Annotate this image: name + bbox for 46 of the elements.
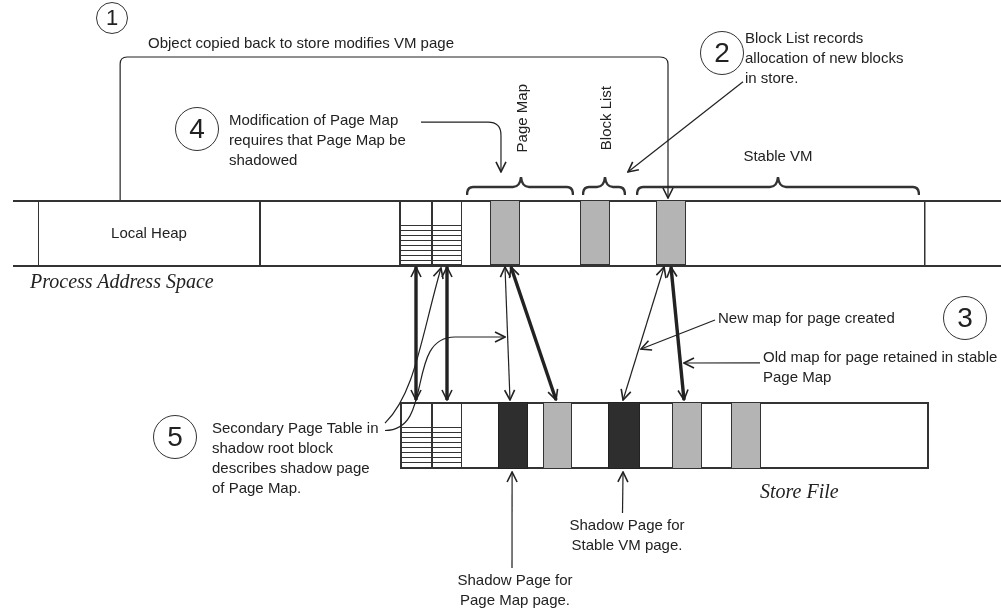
region-label: Block List <box>596 86 614 151</box>
annotation-text: New map for page created <box>718 308 943 328</box>
region-label: Stable VM <box>743 147 813 164</box>
leader-line <box>627 81 744 173</box>
annotation-text: Modification of Page Map requires that Page Map be shadowed <box>229 110 419 174</box>
annotation-text: Shadow Page for Page Map page. <box>440 570 590 611</box>
annotation-text: Shadow Page for Stable VM page. <box>552 515 702 559</box>
band-heading: Process Address Space <box>30 270 214 293</box>
leader-line <box>506 471 518 569</box>
shadow-page-block <box>608 402 640 469</box>
arrow <box>441 266 453 401</box>
page-table-segment <box>432 402 462 469</box>
page-table-segment <box>432 200 462 265</box>
page-block <box>543 402 572 469</box>
arrow <box>508 266 559 401</box>
arrow <box>666 266 689 401</box>
memory-segment: Local Heap <box>38 200 260 265</box>
arrow <box>620 266 667 401</box>
page-block <box>490 200 520 265</box>
page-table-segment <box>400 402 432 469</box>
step-number-circle: 3 <box>943 296 987 340</box>
page-block <box>672 402 702 469</box>
page-block <box>580 200 610 265</box>
arrow <box>499 266 516 401</box>
arrow <box>410 266 422 401</box>
band-heading: Store File <box>760 480 839 503</box>
arrow <box>119 56 674 201</box>
leader-line <box>420 121 507 173</box>
page-block <box>656 200 686 265</box>
leader-line <box>384 267 444 424</box>
leader-line <box>640 319 716 351</box>
leader-line <box>683 357 761 369</box>
region-label: Page Map <box>512 84 530 153</box>
page-block <box>731 402 761 469</box>
step-number-circle: 2 <box>700 31 744 75</box>
shadow-page-block <box>498 402 528 469</box>
step-number-circle: 5 <box>153 415 197 459</box>
annotation-text: Block List records allocation of new blocks in store. <box>745 28 905 92</box>
leader-line <box>617 471 629 514</box>
annotation-text: Old map for page retained in stable Page Map <box>763 347 1001 391</box>
step-number-circle: 1 <box>96 2 128 34</box>
annotation-text: Secondary Page Table in shadow root block describes shadow page of Page Map. <box>212 418 382 522</box>
memory-segment <box>260 200 400 265</box>
page-table-segment <box>400 200 432 265</box>
leader-line <box>384 331 506 432</box>
edge-label: Object copied back to store modifies VM page <box>148 34 454 51</box>
